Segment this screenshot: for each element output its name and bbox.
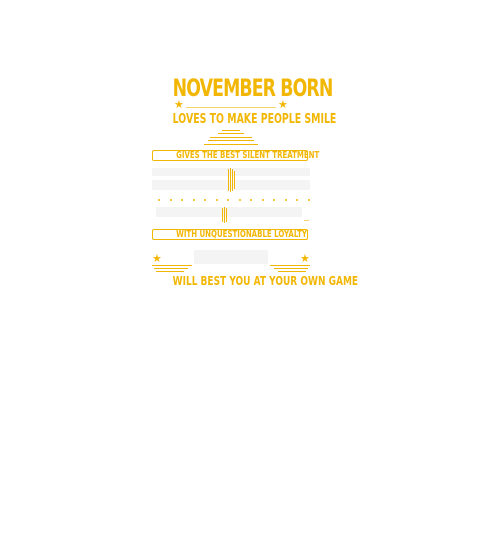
star-icon: ★ xyxy=(278,99,288,111)
box-label: WITH UNQUESTIONABLE LOYALTY xyxy=(176,229,307,240)
november-born-graphic: NOVEMBER BORN ★ ★ LOVES TO MAKE PEOPLE S… xyxy=(150,70,359,290)
box-label: GIVES THE BEST SILENT TREATMENT xyxy=(176,150,320,161)
star-icon: ★ xyxy=(174,99,184,111)
star-icon: ★ xyxy=(152,253,162,265)
dotted-divider xyxy=(158,199,310,201)
faded-text-block xyxy=(194,250,268,264)
box-unquestionable-loyalty: WITH UNQUESTIONABLE LOYALTY xyxy=(152,229,308,240)
box-silent-treatment: GIVES THE BEST SILENT TREATMENT xyxy=(152,150,320,161)
line-will-best-you: WILL BEST YOU AT YOUR OWN GAME xyxy=(172,273,359,288)
line-loves-to-make-people-smile: LOVES TO MAKE PEOPLE SMILE xyxy=(172,112,337,127)
faded-text-block xyxy=(152,168,310,176)
faded-text-block xyxy=(152,180,310,190)
star-icon: ★ xyxy=(300,253,310,265)
title: NOVEMBER BORN xyxy=(172,74,334,102)
small-mark xyxy=(304,220,309,221)
divider xyxy=(186,107,276,108)
faded-text-block xyxy=(156,207,302,217)
